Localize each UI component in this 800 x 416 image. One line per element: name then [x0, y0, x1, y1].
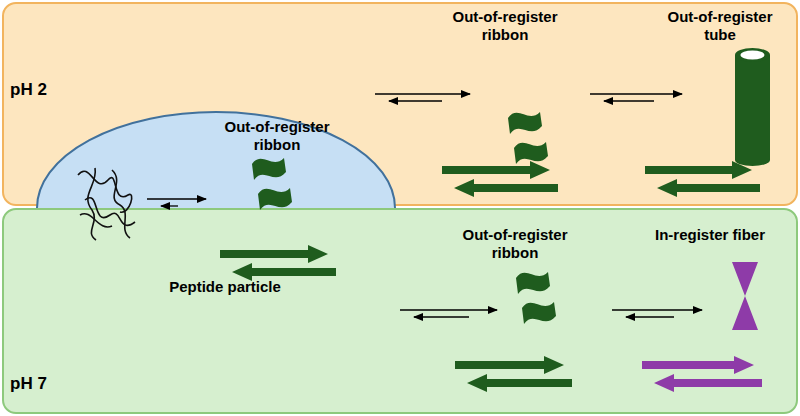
species-label: Out-of-register ribbon [440, 8, 570, 44]
random-coil [80, 214, 112, 227]
forward-arrow [147, 198, 206, 199]
beta-strand-arrow [232, 263, 336, 281]
reverse-arrow [604, 100, 654, 101]
node-label: pH 7 [10, 374, 70, 394]
ribbon-twist [508, 112, 542, 134]
forward-arrow [590, 93, 682, 94]
tube-rim [735, 48, 770, 62]
reverse-arrow [161, 205, 178, 206]
forward-arrow [612, 309, 702, 310]
beta-strand-arrow [442, 161, 550, 179]
tube-opening [741, 51, 765, 60]
forward-arrow [375, 93, 470, 94]
node-label: pH 2 [10, 80, 70, 100]
ribbon-twist [258, 188, 292, 210]
ribbon-twist [516, 272, 550, 294]
node-label: Peptide particle [155, 278, 295, 296]
beta-strand-arrow [654, 374, 762, 392]
reverse-arrow [626, 316, 674, 317]
species-label: In-register fiber [645, 226, 775, 244]
beta-strand-arrow [455, 356, 564, 374]
beta-strand-arrow [467, 374, 572, 392]
forward-arrow [400, 309, 497, 310]
reverse-arrow [414, 316, 469, 317]
random-coil [88, 168, 96, 240]
beta-strand-arrow [454, 179, 558, 197]
ribbon-twist [514, 142, 548, 164]
ribbon-twist [252, 158, 286, 180]
beta-strand-arrow [657, 179, 760, 197]
beta-strand-arrow [645, 161, 752, 179]
beta-strand-arrow [642, 356, 754, 374]
random-coil [78, 171, 132, 212]
species-label: Out-of-register ribbon [212, 118, 342, 154]
tube-body [735, 55, 770, 166]
fiber-twist [732, 262, 758, 330]
species-label: Out-of-register ribbon [450, 226, 580, 262]
beta-strand-arrow [220, 245, 328, 263]
random-coil [112, 170, 130, 238]
reverse-arrow [389, 100, 442, 101]
ribbon-twist [522, 302, 556, 324]
species-label: Out-of-register tube [655, 8, 785, 44]
